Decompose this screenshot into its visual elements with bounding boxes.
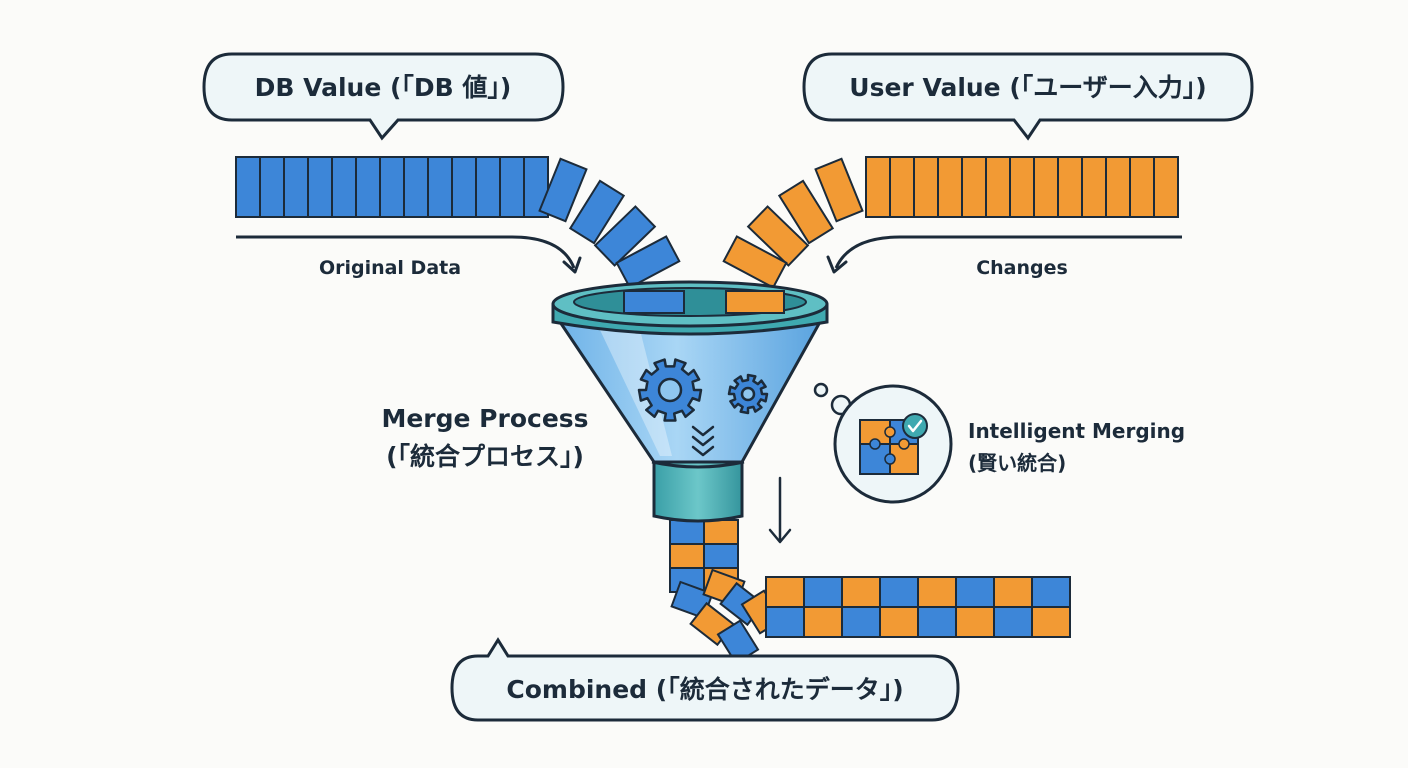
gear-icon (727, 373, 769, 415)
combined-bubble: Combined (「統合されたデータ」) (450, 637, 960, 722)
db-data-block (538, 157, 588, 223)
db-data-block (259, 156, 285, 218)
combined-data-block (993, 576, 1033, 608)
arrow-down-icon (768, 476, 792, 544)
db-data-block (331, 156, 357, 218)
combined-data-block (669, 543, 705, 569)
combined-data-block (917, 576, 957, 608)
user-data-block (937, 156, 963, 218)
user-value-label: User Value (「ユーザー入力」) (849, 73, 1206, 102)
db-value-label: DB Value (「DB 値」) (255, 73, 512, 102)
combined-data-block (765, 576, 805, 608)
combined-data-block (955, 606, 995, 638)
changes-arrow (826, 235, 1182, 274)
combined-data-block (703, 543, 739, 569)
user-data-block (1033, 156, 1059, 218)
user-data-block (777, 179, 835, 245)
db-data-block (499, 156, 525, 218)
db-data-block (475, 156, 501, 218)
user-data-block (814, 157, 864, 223)
user-data-block (1081, 156, 1107, 218)
user-data-block (722, 235, 788, 289)
user-value-bubble: User Value (「ユーザー入力」) (802, 52, 1254, 141)
merge-process-subtitle: (「統合プロセス」) (386, 442, 584, 471)
user-data-block (889, 156, 915, 218)
db-data-block (355, 156, 381, 218)
combined-data-block (879, 606, 919, 638)
original-data-label: Original Data (319, 257, 461, 279)
gear-icon (637, 358, 703, 422)
blue-block-entering (623, 290, 685, 314)
check-icon (902, 413, 928, 439)
combined-data-block (803, 606, 843, 638)
db-data-block (615, 235, 681, 289)
puzzle-icon (859, 419, 919, 475)
user-data-block (913, 156, 939, 218)
combined-data-block (879, 576, 919, 608)
orange-block-entering (725, 290, 785, 314)
db-data-block (379, 156, 405, 218)
db-data-block (307, 156, 333, 218)
user-data-block (1057, 156, 1083, 218)
user-data-block (961, 156, 987, 218)
combined-data-block (841, 606, 881, 638)
original-data-arrow (236, 235, 582, 274)
db-data-block (283, 156, 309, 218)
combined-data-block (1031, 576, 1071, 608)
user-data-block (1105, 156, 1131, 218)
combined-data-block (955, 576, 995, 608)
user-data-block (1009, 156, 1035, 218)
db-data-block (427, 156, 453, 218)
user-data-block (1129, 156, 1155, 218)
user-data-block (1153, 156, 1179, 218)
combined-data-block (669, 519, 705, 545)
merge-process-title: Merge Process (381, 404, 588, 433)
combined-data-block (1031, 606, 1071, 638)
combined-label: Combined (「統合されたデータ」) (506, 675, 903, 704)
combined-data-block (841, 576, 881, 608)
db-data-block (235, 156, 261, 218)
user-data-block (985, 156, 1011, 218)
combined-data-block (765, 606, 805, 638)
intelligent-merging-bubble (813, 382, 953, 504)
chevron-down-icon (691, 425, 715, 457)
user-data-strip (722, 156, 1179, 289)
changes-label: Changes (976, 257, 1068, 279)
db-data-block (593, 205, 657, 267)
intelligent-merging-title: Intelligent Merging (968, 419, 1185, 443)
combined-data-strip (669, 519, 1071, 665)
db-data-strip (235, 156, 681, 289)
db-data-block (451, 156, 477, 218)
combined-data-block (917, 606, 957, 638)
combined-data-block (803, 576, 843, 608)
db-data-block (568, 179, 626, 245)
user-data-block (746, 205, 810, 267)
db-value-bubble: DB Value (「DB 値」) (202, 52, 565, 141)
combined-data-block (993, 606, 1033, 638)
combined-data-block (703, 519, 739, 545)
db-data-block (403, 156, 429, 218)
user-data-block (865, 156, 891, 218)
intelligent-merging-subtitle: (賢い統合) (968, 451, 1066, 475)
